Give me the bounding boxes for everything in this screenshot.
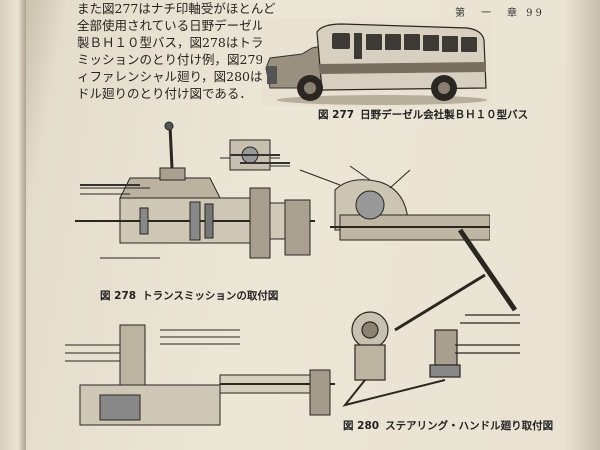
bus-photo	[262, 18, 492, 106]
body-line: ミッションのとり付け例，図279はデ	[77, 52, 289, 67]
figure-277-caption: 図 277 日野デーゼル会社製ＢＨ１０型バス	[318, 107, 528, 122]
figure-278-number: 図 278	[100, 290, 137, 302]
figure-280-number: 図 280	[343, 420, 380, 432]
axle-drawing	[60, 315, 340, 445]
body-line: ドル廻りのとり付け図である．	[77, 86, 252, 101]
figure-278-title: トランスミッションの取付図	[142, 290, 279, 302]
figure-277-title: 日野デーゼル会社製ＢＨ１０型バス	[360, 109, 529, 121]
body-paragraph: また図277はナチ印軸受がほとんど 全部使用されている日野デーゼル会社 製ＢＨ１…	[77, 0, 289, 102]
running-header: 第 一 章 99	[455, 8, 545, 19]
right-page-shadow	[566, 0, 600, 450]
body-line: 全部使用されている日野デーゼル会社	[77, 18, 290, 33]
figure-278-caption: 図 278 トランスミッションの取付図	[100, 288, 278, 303]
figure-280-title: ステアリング・ハンドル廻り取付図	[385, 420, 554, 432]
body-line: また図277はナチ印軸受がほとんど	[77, 1, 276, 16]
left-page-edge	[0, 0, 30, 450]
body-line: 製ＢＨ１０型バス，図278はトランス	[77, 35, 289, 50]
figure-280-caption: 図 280 ステアリング・ハンドル廻り取付図	[343, 418, 553, 433]
body-line: ィファレンシャル廻り，図280はハン	[77, 69, 288, 84]
steering-drawing	[335, 215, 535, 415]
figure-277-number: 図 277	[318, 109, 355, 121]
